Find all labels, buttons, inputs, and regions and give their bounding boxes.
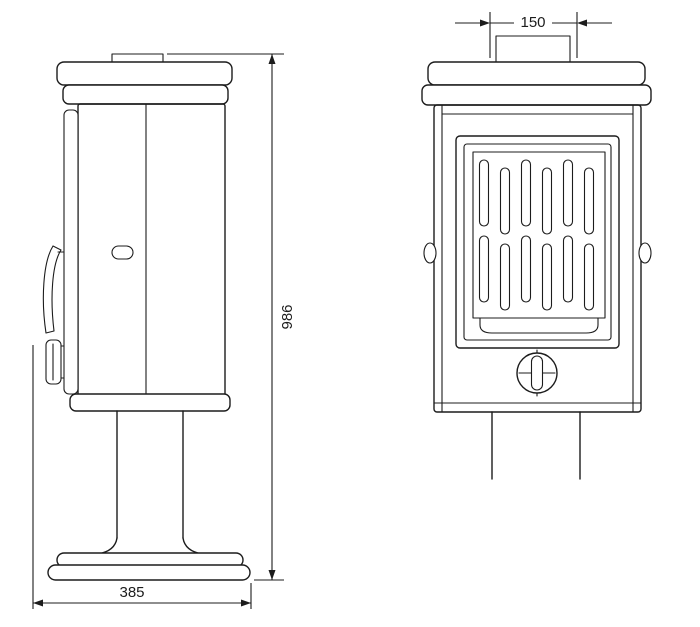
- dim-overall-height-label: 986: [279, 304, 296, 329]
- grille-slot: [520, 159, 532, 227]
- front-grille: [478, 159, 595, 311]
- dim-arrow: [241, 599, 251, 607]
- dim-arrow: [268, 570, 276, 580]
- grille-slot: [478, 159, 490, 227]
- side-pedestal-flare-right: [182, 537, 203, 555]
- side-crown-ribbed-top: [56, 61, 233, 86]
- grille-slot: [520, 235, 532, 303]
- front-top-plate: [421, 84, 652, 106]
- grille-slot: [478, 235, 490, 303]
- grille-slot: [541, 167, 553, 235]
- grille-slot: [583, 167, 595, 235]
- front-door-inner-frame: [463, 143, 612, 341]
- dim-flue-width-label: 150: [520, 14, 545, 31]
- side-body: [77, 103, 226, 399]
- grille-slot: [541, 243, 553, 311]
- dim-arrow: [33, 599, 43, 607]
- side-flue-collar: [111, 53, 164, 63]
- dim-base-depth-label: 385: [119, 584, 144, 601]
- dim-flue-width: 150: [455, 12, 612, 58]
- grille-slot: [499, 167, 511, 235]
- front-air-control-knob: [516, 349, 558, 397]
- side-pedestal-flare-left: [97, 537, 118, 555]
- side-handle-boss: [111, 245, 134, 260]
- side-bottom-plate: [69, 393, 231, 412]
- grille-slot: [583, 243, 595, 311]
- dim-base-depth: 385: [32, 345, 252, 609]
- grille-slot: [562, 159, 574, 227]
- knob-lever: [530, 355, 544, 391]
- front-view: [421, 35, 652, 480]
- front-crown-ribbed-top: [427, 61, 646, 86]
- side-door-slab: [63, 109, 79, 395]
- front-hinge-left: [423, 242, 437, 264]
- front-door-outer-frame: [455, 135, 620, 349]
- dim-overall-height: 986: [167, 53, 296, 581]
- front-ash-tray-lip: [479, 317, 599, 334]
- grille-slot: [499, 243, 511, 311]
- grille-slot: [562, 235, 574, 303]
- dim-arrow: [268, 54, 276, 64]
- side-view: [42, 53, 251, 581]
- dim-arrow: [577, 19, 587, 27]
- side-top-plate: [62, 84, 229, 105]
- front-hinge-right: [638, 242, 652, 264]
- dim-arrow: [480, 19, 490, 27]
- front-flue-collar: [495, 35, 571, 63]
- side-base-lower: [47, 564, 251, 581]
- side-door-handle-lever: [42, 245, 62, 334]
- front-grille-panel: [472, 151, 606, 319]
